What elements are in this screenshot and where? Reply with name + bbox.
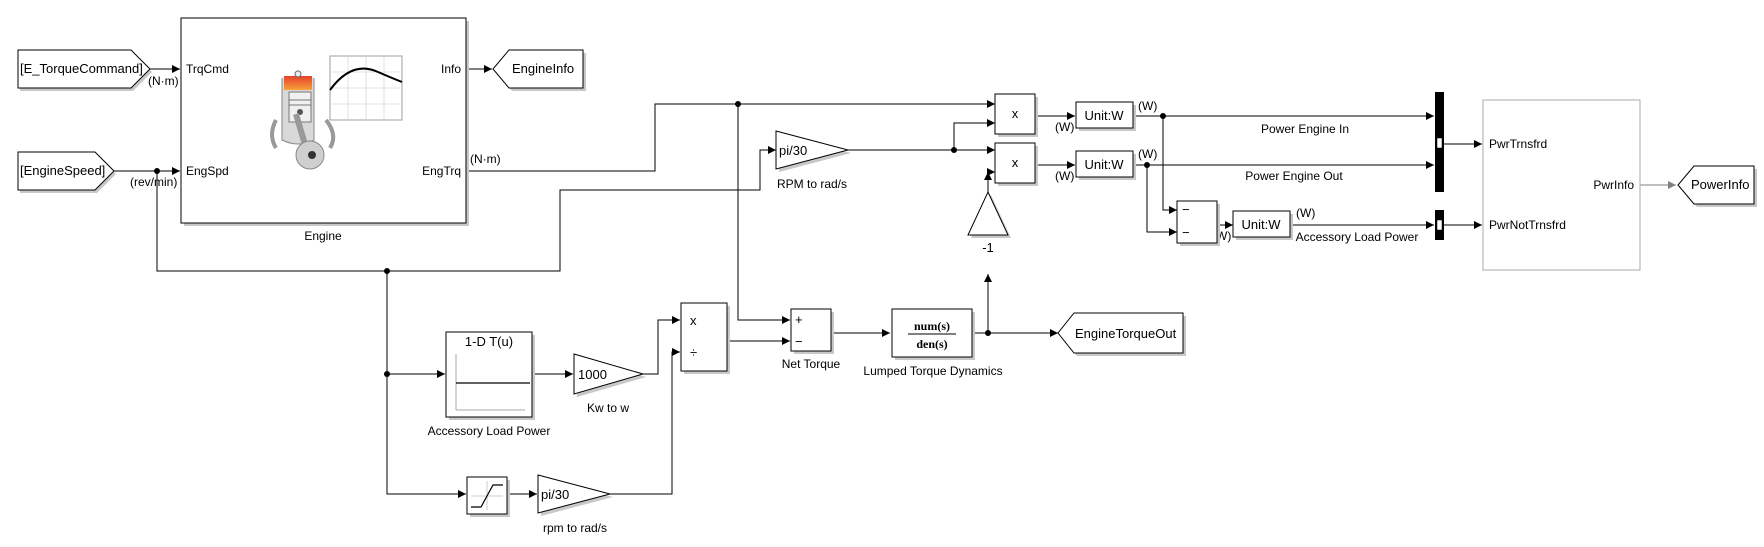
signal-line-speed-to-gain[interactable] xyxy=(156,146,776,272)
sum-sign-minus: − xyxy=(795,334,803,349)
gain-block-neg-one[interactable]: -1 xyxy=(967,190,1011,255)
lookup-label: Accessory Load Power xyxy=(428,424,551,438)
signal-lines xyxy=(114,65,1676,498)
sum-sign: − xyxy=(1182,202,1190,217)
gain-value-kw-to-w: 1000 xyxy=(578,367,607,382)
unit-conversion-label: Unit:W xyxy=(1242,217,1282,232)
unit-label: (W) xyxy=(1138,147,1157,161)
port-label-pwrinfo: PwrInfo xyxy=(1593,178,1634,192)
gain-block-rpm-to-rad[interactable]: pi/30 RPM to rad/s xyxy=(775,130,851,191)
unit-conversion-label: Unit:W xyxy=(1085,108,1125,123)
signal-line-speed-to-sat[interactable] xyxy=(386,271,466,498)
gain-block-rpm-to-rad-2[interactable]: pi/30 rpm to rad/s xyxy=(537,474,613,535)
signal-line-to-sum2[interactable] xyxy=(1146,165,1177,236)
product-symbol: x xyxy=(1012,106,1019,121)
sum-sign-plus: + xyxy=(795,312,803,327)
from-block-engine-speed[interactable]: [EngineSpeed] xyxy=(17,151,116,193)
product-block-2[interactable]: x xyxy=(994,142,1038,186)
sum-label-net-torque: Net Torque xyxy=(782,357,841,371)
port-label-engtrq: EngTrq xyxy=(422,164,461,178)
transfer-fcn-denominator: den(s) xyxy=(916,337,947,351)
bus-creator-2[interactable] xyxy=(1435,210,1444,240)
unit-conversion-block-1[interactable]: Unit:W xyxy=(1075,101,1136,131)
transfer-function-block[interactable]: num(s) den(s) Lumped Torque Dynamics xyxy=(863,308,1003,378)
transfer-fcn-numerator: num(s) xyxy=(914,319,950,333)
engine-piston-icon xyxy=(270,55,403,170)
port-label-trqcmd: TrqCmd xyxy=(186,62,229,76)
port-label-pwrtrnsfrd: PwrTrnsfrd xyxy=(1489,137,1547,151)
unit-label: (W) xyxy=(1296,206,1315,220)
gain-value-neg-one: -1 xyxy=(982,240,994,255)
signal-name-power-out: Power Engine Out xyxy=(1245,169,1343,183)
saturation-block[interactable] xyxy=(466,476,510,517)
saturation-curve-icon xyxy=(471,484,503,508)
gain-value-rpm-to-rad: pi/30 xyxy=(779,143,807,158)
port-label-pwrnottrnsfrd: PwrNotTrnsfrd xyxy=(1489,218,1566,232)
branch-point xyxy=(735,101,741,107)
port-label-engspd: EngSpd xyxy=(186,164,229,178)
divide-sign-multiply: x xyxy=(690,313,697,328)
engine-block-name: Engine xyxy=(304,229,342,243)
goto-label-power-info: PowerInfo xyxy=(1691,177,1750,192)
signal-name-accessory: Accessory Load Power xyxy=(1296,230,1419,244)
from-label-engine-speed: [EngineSpeed] xyxy=(20,163,105,178)
gain-label-rpm-to-rad-2: rpm to rad/s xyxy=(543,521,607,535)
bus-creator-1[interactable] xyxy=(1435,92,1444,192)
gain-value-rpm-to-rad-2: pi/30 xyxy=(541,487,569,502)
goto-label-engine-torque-out: EngineTorqueOut xyxy=(1075,326,1177,341)
unit-label: (N·m) xyxy=(148,74,179,88)
sum-block-net-torque[interactable]: + − Net Torque xyxy=(782,308,841,371)
product-block-1[interactable]: x xyxy=(994,93,1038,137)
lookup-title: 1-D T(u) xyxy=(465,334,513,349)
from-block-torque-command[interactable]: [E_TorqueCommand] xyxy=(17,49,152,91)
transfer-fcn-label: Lumped Torque Dynamics xyxy=(863,364,1002,378)
goto-block-power-info[interactable]: PowerInfo xyxy=(1677,165,1757,207)
engine-block[interactable]: TrqCmd EngSpd Info EngTrq Eng xyxy=(180,17,469,243)
divide-sign-divide: ÷ xyxy=(690,345,697,360)
divide-block[interactable]: x ÷ xyxy=(680,302,730,374)
goto-block-engine-info[interactable]: EngineInfo xyxy=(492,49,586,91)
gain-label-kw-to-w: Kw to w xyxy=(587,401,629,415)
signal-line-to-sum1[interactable] xyxy=(1162,116,1177,214)
unit-label: (W) xyxy=(1055,120,1074,134)
unit-conversion-block-3[interactable]: Unit:W xyxy=(1232,210,1293,240)
unit-conversion-block-2[interactable]: Unit:W xyxy=(1075,150,1136,180)
signal-name-power-in: Power Engine In xyxy=(1261,122,1349,136)
unit-label: (W) xyxy=(1055,169,1074,183)
sum-block-power[interactable]: − − xyxy=(1176,200,1220,246)
unit-label: (rev/min) xyxy=(130,175,177,189)
port-label-info: Info xyxy=(441,62,461,76)
signal-line-rad2-out[interactable] xyxy=(610,348,680,495)
gain-label-rpm-to-rad: RPM to rad/s xyxy=(777,177,847,191)
signal-line-engtrq-net[interactable] xyxy=(737,104,790,324)
signal-line-engtrq[interactable] xyxy=(467,100,995,172)
sum-sign: − xyxy=(1182,225,1190,240)
signal-line-rad-to-mult1[interactable] xyxy=(953,119,995,150)
goto-label-engine-info: EngineInfo xyxy=(512,61,574,76)
product-symbol: x xyxy=(1012,155,1019,170)
lookup-table-block[interactable]: 1-D T(u) Accessory Load Power xyxy=(428,331,551,438)
goto-block-engine-torque-out[interactable]: EngineTorqueOut xyxy=(1057,312,1186,356)
signal-line-kw-out[interactable] xyxy=(643,316,680,375)
unit-conversion-label: Unit:W xyxy=(1085,157,1125,172)
from-label-torque-command: [E_TorqueCommand] xyxy=(20,61,143,76)
gain-block-kw-to-w[interactable]: 1000 Kw to w xyxy=(573,353,646,415)
unit-label: (W) xyxy=(1138,99,1157,113)
power-info-subsystem[interactable]: PwrTrnsfrd PwrNotTrnsfrd PwrInfo xyxy=(1482,99,1641,271)
unit-label: (N·m) xyxy=(470,152,501,166)
